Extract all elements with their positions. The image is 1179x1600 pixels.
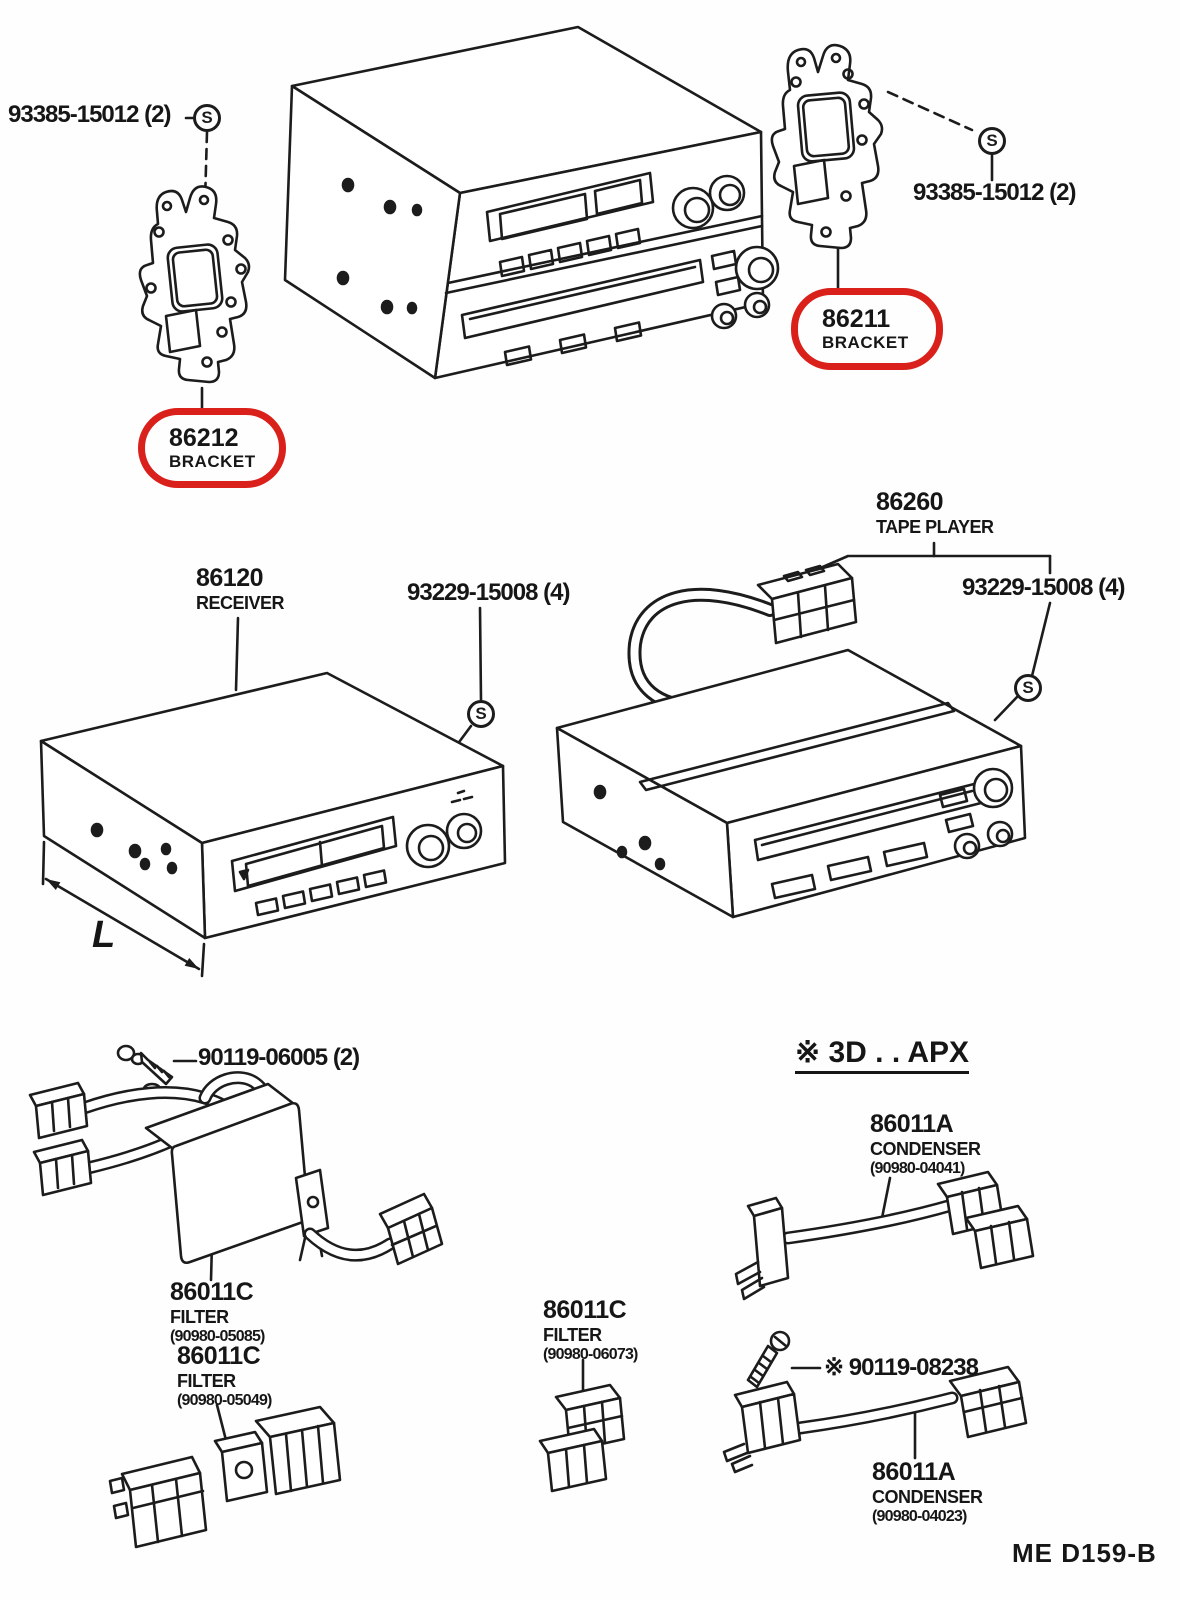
part-ref: (90980-05049) bbox=[177, 1392, 272, 1409]
part-name: CONDENSER bbox=[870, 1139, 981, 1159]
dimension-arrow bbox=[41, 840, 206, 978]
label-filter-b: 86011C FILTER (90980-05049) bbox=[177, 1344, 272, 1409]
part-number: 86212 bbox=[169, 424, 239, 452]
filter-harness-drawing bbox=[28, 1071, 444, 1266]
highlight-bracket-right: 86211 BRACKET bbox=[791, 288, 943, 370]
label-condenser-a: 86011A CONDENSER (90980-04041) bbox=[870, 1112, 981, 1177]
part-ref: (90980-06073) bbox=[543, 1346, 638, 1363]
part-number: 86011C bbox=[543, 1296, 627, 1324]
receiver-drawing bbox=[39, 671, 507, 940]
bracket-right-drawing bbox=[770, 43, 884, 250]
section-heading: ※ 3D . . APX bbox=[795, 1038, 970, 1074]
part-ref: (90980-04041) bbox=[870, 1160, 965, 1177]
filter-c-drawing bbox=[538, 1383, 626, 1493]
tape-player-drawing bbox=[555, 562, 1027, 919]
bracket-left-drawing bbox=[138, 185, 251, 384]
label-screw-top-left: 93385-15012 (2) bbox=[8, 101, 171, 128]
label-filter-a: 86011C FILTER (90980-05085) bbox=[170, 1280, 265, 1345]
label-screw-receiver: 93229-15008 (4) bbox=[407, 579, 570, 606]
label-tape-player: 86260 TAPE PLAYER bbox=[876, 488, 994, 537]
filter-b-drawing bbox=[108, 1405, 342, 1549]
part-ref: (90980-05085) bbox=[170, 1328, 265, 1345]
part-number: 86260 bbox=[876, 488, 944, 516]
highlight-bracket-left: 86212 BRACKET bbox=[138, 408, 286, 488]
screw-symbol-tape: S bbox=[1014, 674, 1042, 702]
part-name: BRACKET bbox=[169, 452, 256, 471]
main-unit-drawing bbox=[283, 25, 780, 380]
label-condenser-b: 86011A CONDENSER (90980-04023) bbox=[872, 1460, 983, 1525]
label-bolt-filter: 90119-06005 (2) bbox=[198, 1044, 360, 1071]
part-number: 86011C bbox=[177, 1342, 261, 1370]
screw-symbol-top-right: S bbox=[978, 127, 1006, 155]
screw-symbol-top-left: S bbox=[193, 104, 221, 132]
label-screw-top-right: 93385-15012 (2) bbox=[913, 179, 1076, 206]
part-ref: (90980-04023) bbox=[872, 1508, 967, 1525]
condenser-b-drawing bbox=[722, 1365, 1028, 1474]
dimension-l-label: L bbox=[92, 914, 115, 956]
screw-symbol-receiver: S bbox=[467, 700, 495, 728]
part-name: CONDENSER bbox=[872, 1487, 983, 1507]
label-receiver: 86120 RECEIVER bbox=[196, 564, 285, 613]
part-name: FILTER bbox=[170, 1307, 229, 1327]
label-filter-c: 86011C FILTER (90980-06073) bbox=[543, 1298, 638, 1363]
bolt-icon bbox=[746, 1330, 791, 1389]
part-number: 86011A bbox=[872, 1458, 956, 1486]
part-number: 86011C bbox=[170, 1278, 254, 1306]
part-number: 86011A bbox=[870, 1110, 954, 1138]
label-bolt-condenser: ※ 90119-08238 bbox=[824, 1354, 979, 1381]
page-code: ME D159-B bbox=[1012, 1538, 1157, 1568]
part-name: BRACKET bbox=[822, 333, 909, 352]
part-name: FILTER bbox=[543, 1325, 602, 1345]
label-screw-tape: 93229-15008 (4) bbox=[962, 574, 1125, 601]
part-name: FILTER bbox=[177, 1371, 236, 1391]
part-number: 86211 bbox=[822, 305, 891, 333]
part-name: TAPE PLAYER bbox=[876, 517, 994, 537]
part-number: 86120 bbox=[196, 564, 264, 592]
condenser-a-drawing bbox=[734, 1170, 1035, 1301]
part-name: RECEIVER bbox=[196, 593, 285, 613]
